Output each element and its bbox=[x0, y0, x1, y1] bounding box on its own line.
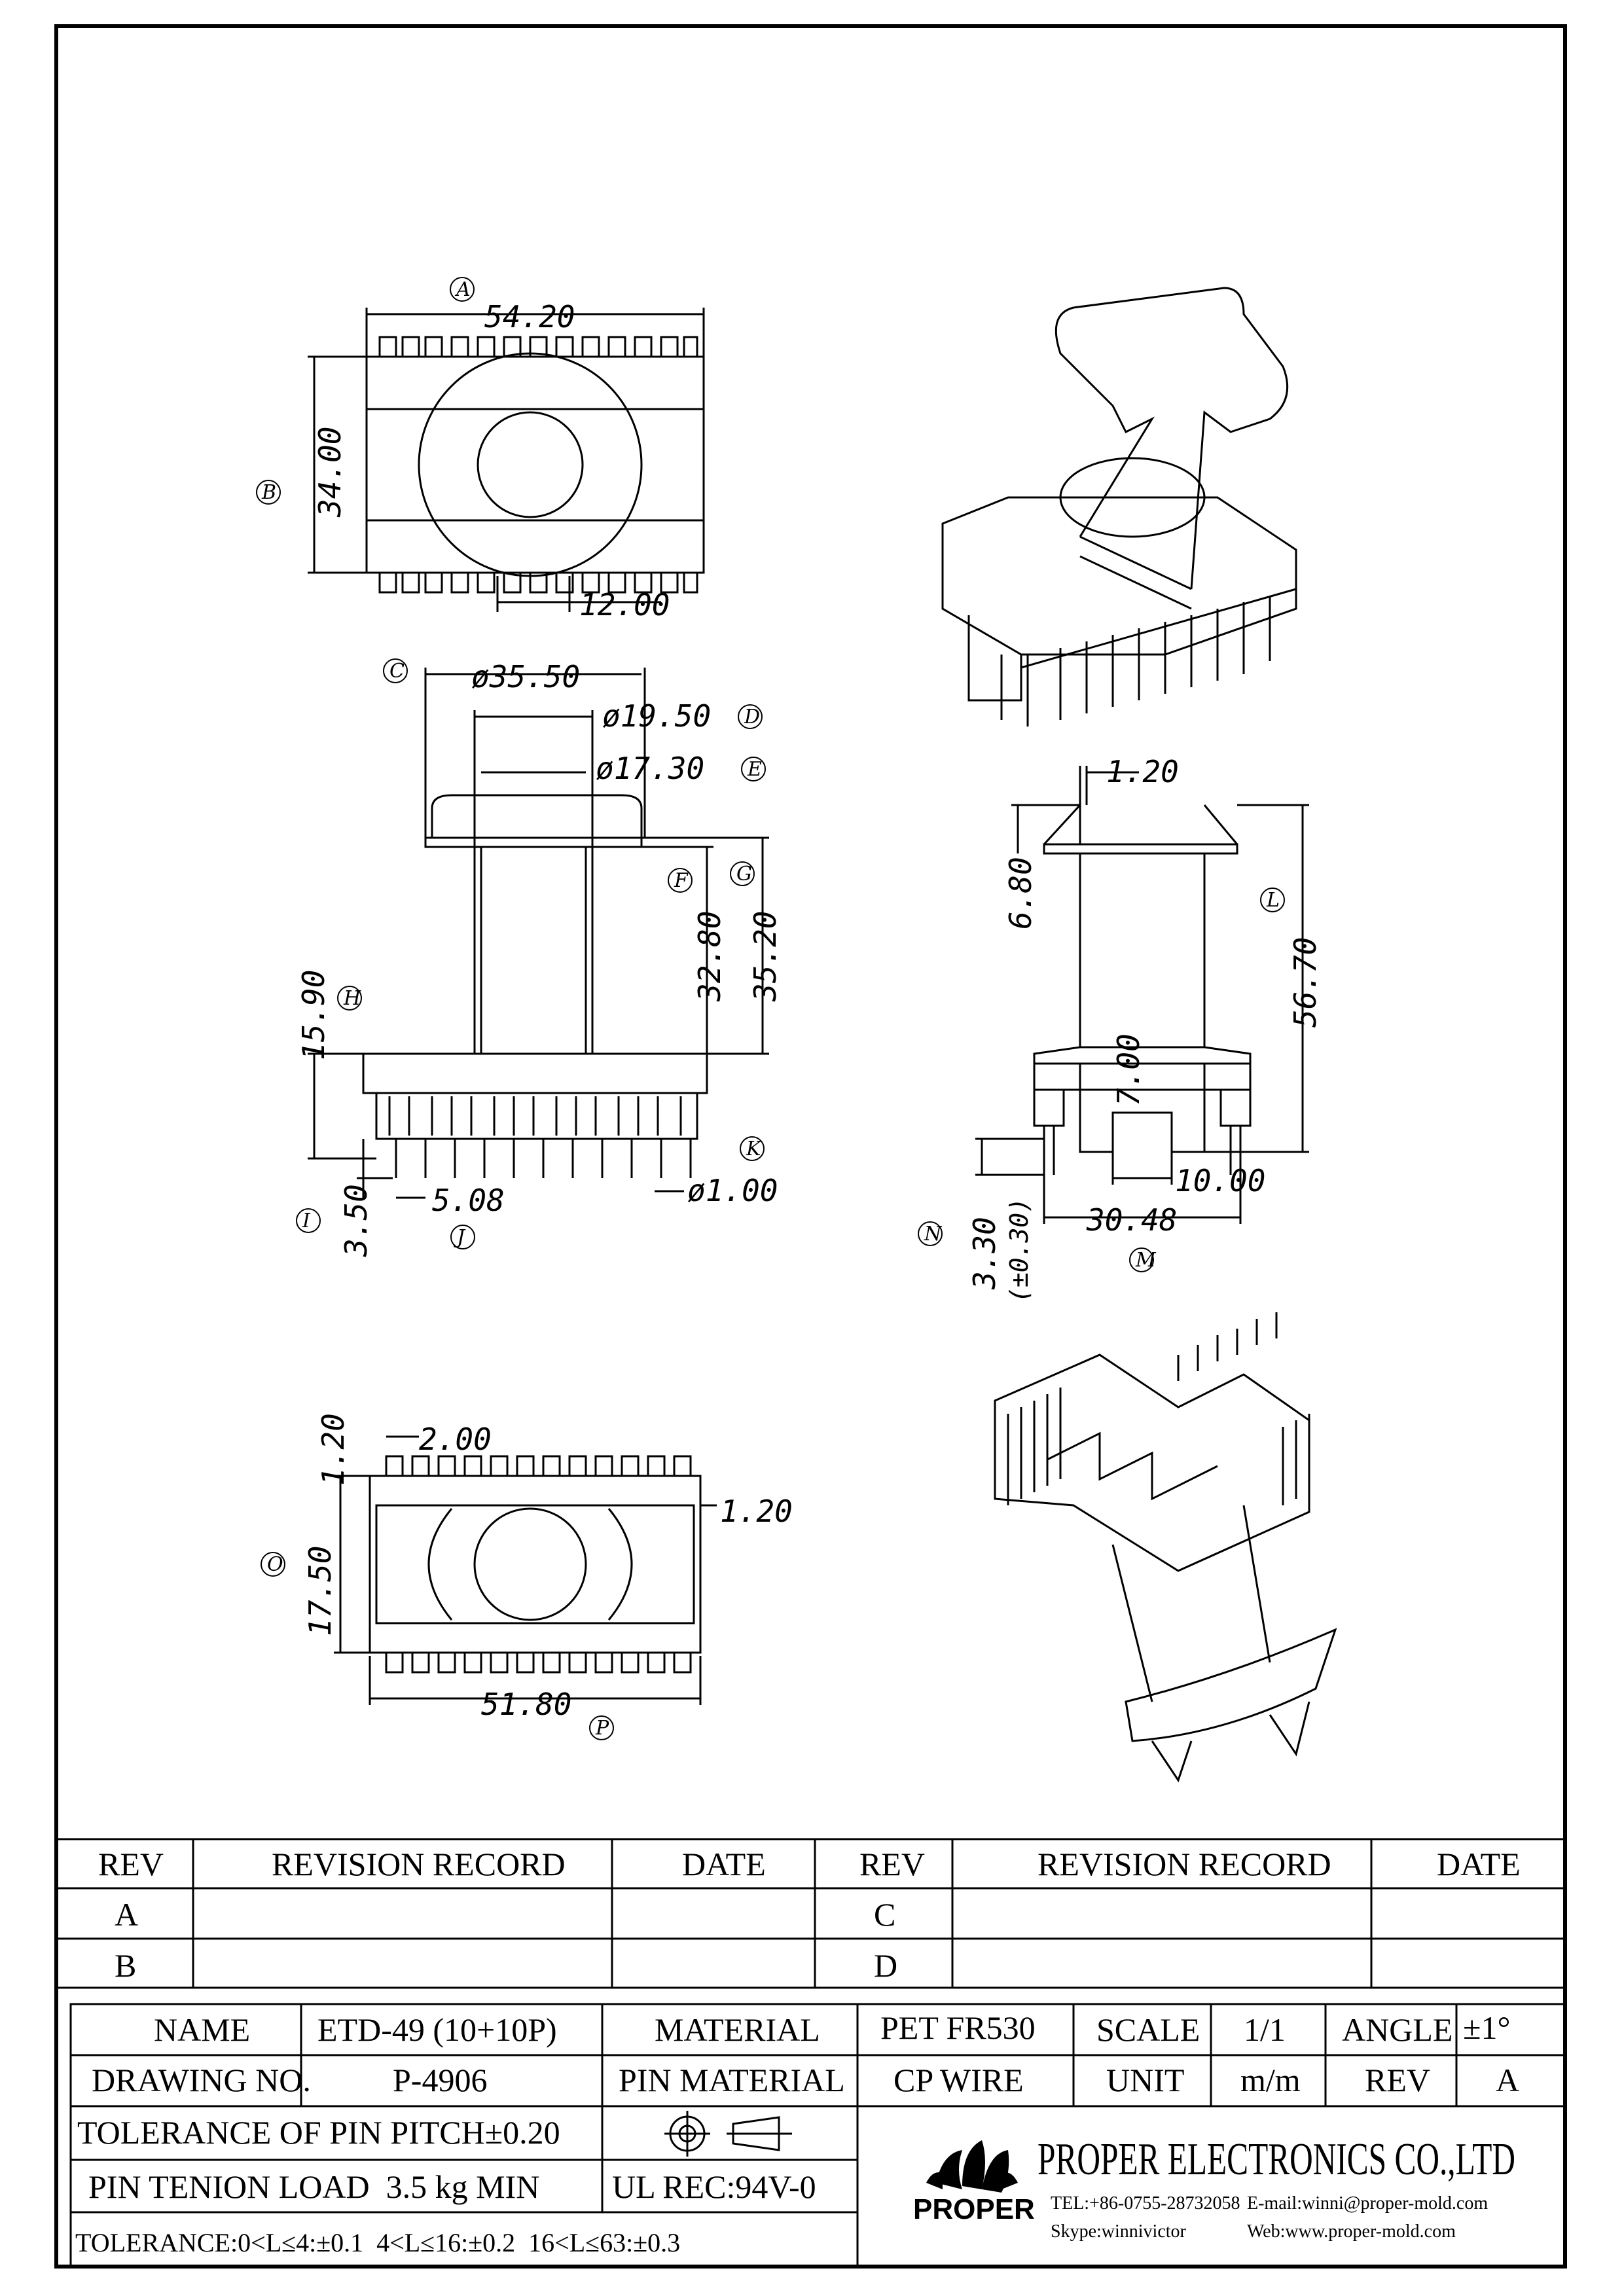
iso-view-2 bbox=[994, 1312, 1337, 1783]
logo-text: PROPER bbox=[913, 2193, 1035, 2225]
revision-table bbox=[55, 1838, 1566, 1989]
pin-material-value: CP WIRE bbox=[893, 2062, 1024, 2098]
material-value: PET FR530 bbox=[880, 2009, 1036, 2046]
dim-bottom-pin-width: 2.00 bbox=[419, 1422, 492, 1457]
rev-record-header-2: REVISION RECORD bbox=[1038, 1846, 1331, 1882]
rev-header-2: REV bbox=[859, 1846, 925, 1882]
label-b: B bbox=[261, 481, 276, 504]
dim-total-height: 35.20 bbox=[748, 911, 783, 1002]
company-web: Web:www.proper-mold.com bbox=[1247, 2221, 1456, 2242]
name-value: ETD-49 (10+10P) bbox=[317, 2011, 557, 2048]
unit-value: m/m bbox=[1240, 2062, 1301, 2098]
dim-center-gap: 12.00 bbox=[579, 587, 670, 622]
dim-flange-dia: ø35.50 bbox=[471, 659, 580, 694]
material-label: MATERIAL bbox=[655, 2011, 820, 2048]
rev-row-d: D bbox=[874, 1947, 897, 1984]
dim-pin-pitch: 5.08 bbox=[432, 1183, 505, 1218]
label-i: I bbox=[302, 1210, 311, 1232]
angle-value: ±1° bbox=[1463, 2009, 1510, 2046]
pin-material-label: PIN MATERIAL bbox=[619, 2062, 845, 2098]
label-l: L bbox=[1266, 889, 1280, 912]
proper-logo-icon bbox=[926, 2140, 1018, 2193]
dim-side-pin-stub: 3.30 bbox=[967, 1217, 1002, 1290]
label-f: F bbox=[674, 869, 689, 892]
side-view bbox=[975, 766, 1309, 1224]
dim-top-height: 34.00 bbox=[312, 427, 348, 518]
label-o: O bbox=[267, 1553, 283, 1576]
scale-value: 1/1 bbox=[1244, 2011, 1286, 2048]
dim-pin-length: 3.50 bbox=[338, 1184, 374, 1257]
dim-side-slot-width: 10.00 bbox=[1175, 1163, 1265, 1198]
label-k: K bbox=[746, 1138, 762, 1160]
pin-tension-load: PIN TENION LOAD 3.5 kg MIN bbox=[88, 2168, 539, 2205]
dim-side-slot: 7.00 bbox=[1111, 1033, 1146, 1106]
dim-bottom-wall: 1.20 bbox=[720, 1494, 793, 1529]
label-g: G bbox=[736, 863, 752, 886]
pin-pitch-tolerance: TOLERANCE OF PIN PITCH±0.20 bbox=[77, 2114, 560, 2151]
rev-row-a: A bbox=[115, 1896, 138, 1933]
unit-label: UNIT bbox=[1106, 2062, 1184, 2098]
rev-header-1: REV bbox=[98, 1846, 164, 1882]
dim-side-pin-row: 30.48 bbox=[1086, 1202, 1177, 1238]
drawing-no-label: DRAWING NO. bbox=[92, 2062, 311, 2098]
rev-record-header-1: REVISION RECORD bbox=[272, 1846, 566, 1882]
company-skype: Skype:winnivictor bbox=[1051, 2221, 1187, 2242]
angle-label: ANGLE bbox=[1342, 2011, 1453, 2048]
rev-row-b: B bbox=[115, 1947, 136, 1984]
tolerance-line: TOLERANCE:0<L≤4:±0.1 4<L≤16:±0.2 16<L≤63… bbox=[75, 2228, 680, 2257]
company-email: E-mail:winni@proper-mold.com bbox=[1247, 2193, 1488, 2214]
label-p: P bbox=[595, 1717, 609, 1740]
label-d: D bbox=[744, 706, 760, 728]
ul-rec: UL REC:94V-0 bbox=[612, 2168, 816, 2205]
projection-symbol-icon bbox=[664, 2111, 792, 2157]
dim-side-total-height: 56.70 bbox=[1288, 937, 1323, 1028]
label-c: C bbox=[389, 660, 405, 683]
dim-bottom-height: 17.50 bbox=[302, 1546, 338, 1636]
bottom-view bbox=[334, 1435, 717, 1705]
label-e: E bbox=[747, 758, 762, 781]
rev-value: A bbox=[1496, 2062, 1519, 2098]
dim-side-top-height: 6.80 bbox=[1003, 857, 1038, 929]
top-view bbox=[308, 308, 705, 612]
title-block bbox=[69, 2003, 1566, 2268]
dim-outer-dia: ø19.50 bbox=[602, 698, 711, 734]
dim-side-wall: 1.20 bbox=[1106, 754, 1179, 789]
rev-date-header-2: DATE bbox=[1437, 1846, 1521, 1882]
sheet-border bbox=[54, 24, 1567, 2269]
dim-bottom-pin-top: 1.20 bbox=[316, 1413, 351, 1486]
name-label: NAME bbox=[154, 2011, 250, 2048]
company-name: PROPER ELECTRONICS CO.,LTD bbox=[1038, 2134, 1515, 2185]
rev-date-header-1: DATE bbox=[682, 1846, 766, 1882]
dim-bottom-length: 51.80 bbox=[481, 1687, 571, 1722]
label-a: A bbox=[454, 278, 471, 301]
dim-side-pin-stub-tol: (±0.30) bbox=[1005, 1198, 1034, 1302]
dim-top-width: 54.20 bbox=[484, 299, 575, 334]
dim-inner-height: 32.80 bbox=[692, 911, 727, 1002]
company-tel: TEL:+86-0755-28732058 bbox=[1051, 2193, 1240, 2214]
dim-base-height: 15.90 bbox=[296, 970, 331, 1060]
scale-label: SCALE bbox=[1096, 2011, 1200, 2048]
rev-label: REV bbox=[1365, 2062, 1430, 2098]
rev-row-c: C bbox=[874, 1896, 895, 1933]
front-view bbox=[308, 668, 769, 1199]
dim-pin-dia: ø1.00 bbox=[687, 1173, 778, 1208]
drawing-no-value: P-4906 bbox=[393, 2062, 487, 2098]
iso-view-1 bbox=[941, 287, 1297, 726]
dim-inner-dia: ø17.30 bbox=[596, 751, 704, 786]
